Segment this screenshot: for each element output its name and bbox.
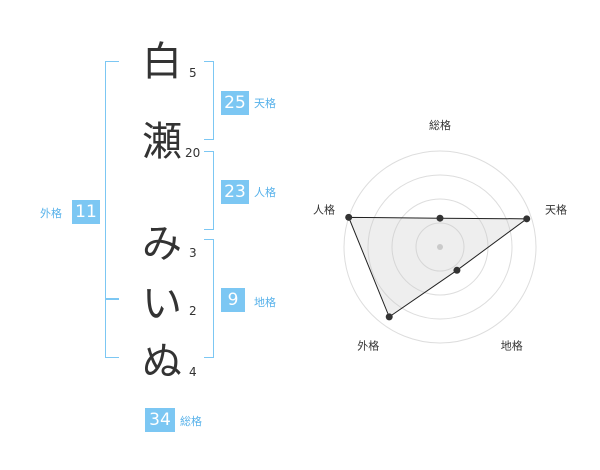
radar-rings: [343, 150, 537, 344]
radar-points: [345, 213, 531, 321]
tenkaku-label: 天格: [254, 97, 276, 110]
jinkaku-value: 23: [221, 180, 249, 204]
name-char-4: い: [142, 281, 182, 327]
stroke-count-2: 20: [185, 146, 201, 160]
stroke-count-4: 2: [189, 304, 197, 318]
radar-point-1: [523, 215, 531, 223]
tenkaku-value: 25: [221, 91, 249, 115]
radar-axis-label: 天格: [545, 202, 567, 216]
chikaku-bracket: [204, 239, 214, 358]
radar-axis-label: 外格: [357, 339, 379, 353]
radar-center-dot: [437, 244, 443, 250]
jinkaku-bracket: [204, 151, 214, 230]
gaikaku-label: 外格: [40, 207, 62, 220]
radar-point-3: [385, 313, 393, 321]
jinkaku-label: 人格: [254, 186, 276, 199]
tenkaku-bracket: [204, 61, 214, 140]
gaikaku-bracket: [105, 61, 119, 358]
soukaku-label: 総格: [180, 415, 202, 428]
chikaku-value: 9: [221, 288, 245, 312]
radar-point-2: [453, 266, 461, 274]
radar-axis-label: 総格: [429, 118, 451, 132]
name-char-3: み: [142, 221, 182, 267]
radar-point-0: [436, 214, 444, 222]
name-char-1: 白: [142, 39, 182, 85]
gaikaku-bracket-tick: [105, 298, 119, 300]
soukaku-value: 34: [145, 408, 175, 432]
radar-axis-label: 人格: [313, 202, 335, 216]
stroke-count-3: 3: [189, 246, 197, 260]
radar-point-4: [345, 213, 353, 221]
radar-axis-label: 地格: [501, 339, 523, 353]
stroke-count-1: 5: [189, 66, 197, 80]
name-char-5: ぬ: [142, 339, 182, 385]
name-char-2: 瀬: [142, 119, 182, 165]
radar-shape: [347, 216, 529, 318]
stroke-count-5: 4: [189, 365, 197, 379]
chikaku-label: 地格: [254, 296, 276, 309]
radar-polygon: [347, 216, 529, 318]
gaikaku-value: 11: [72, 200, 100, 224]
